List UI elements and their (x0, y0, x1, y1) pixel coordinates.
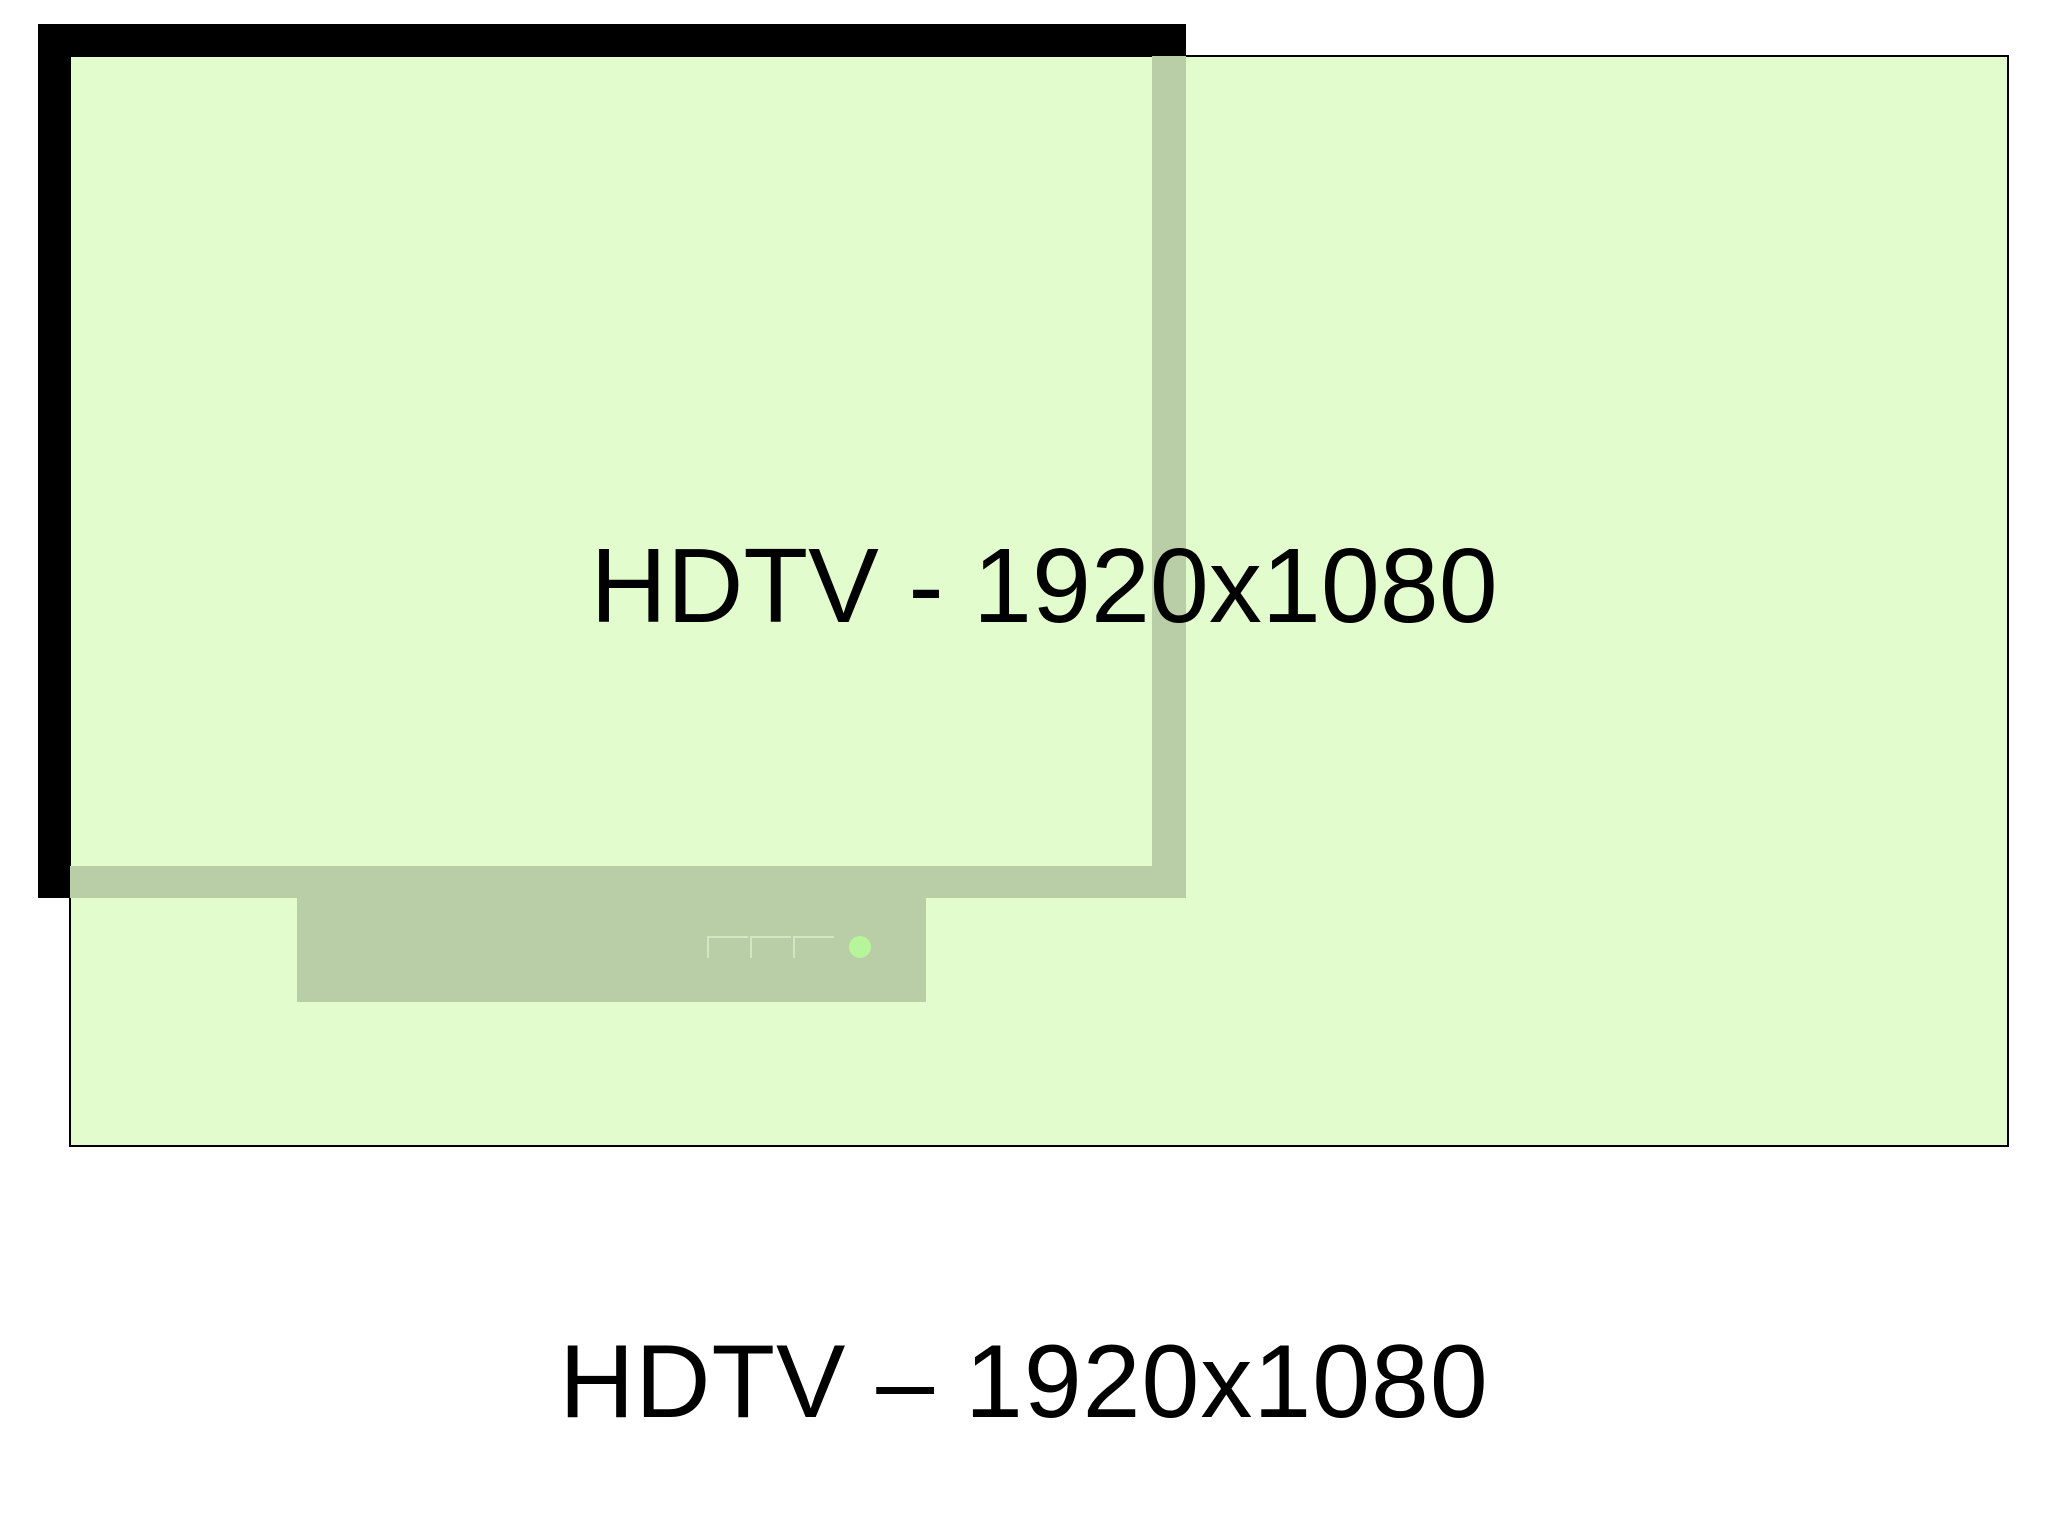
power-led-icon (849, 936, 871, 958)
monitor-button (793, 936, 834, 958)
monitor-stand (297, 898, 926, 1002)
monitor-button (750, 936, 791, 958)
monitor-outline (70, 56, 1186, 1002)
monitor-button (707, 936, 748, 958)
monitor-frame-bottom (70, 866, 1186, 898)
slide-caption: HDTV – 1920x1080 (559, 1324, 1489, 1440)
monitor-frame-right (1152, 56, 1186, 898)
monitor-buttons (707, 936, 834, 958)
screen-label: HDTV - 1920x1080 (590, 527, 1497, 645)
